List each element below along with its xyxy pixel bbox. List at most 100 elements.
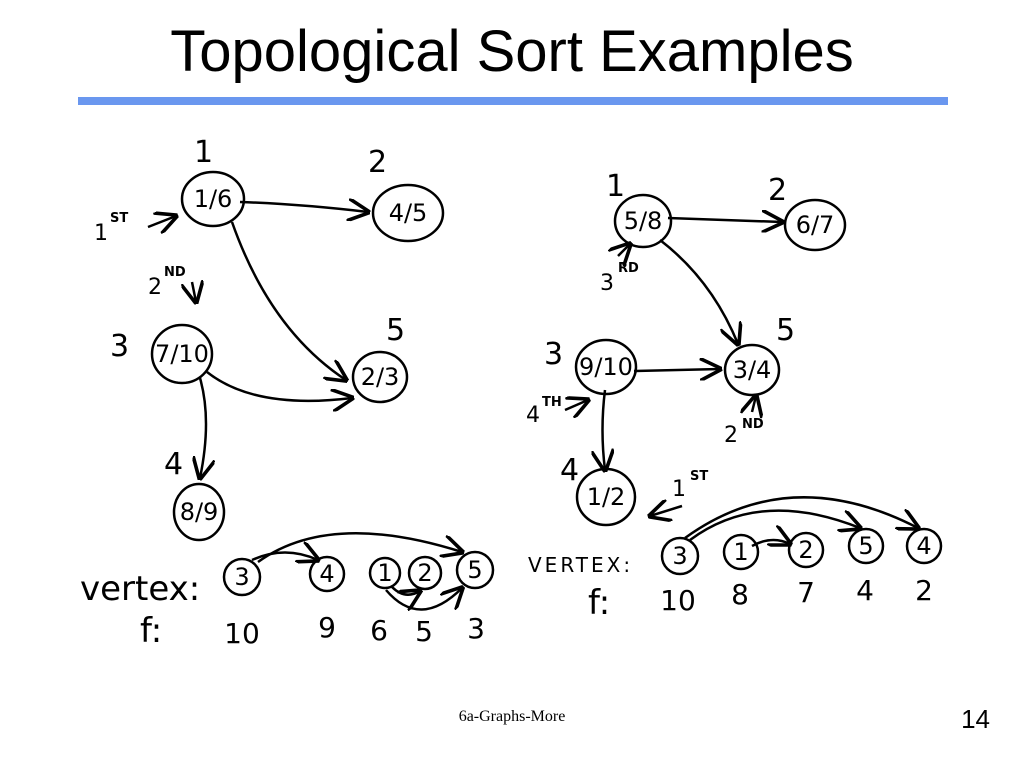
left-edge-3-5 bbox=[206, 371, 352, 401]
left-start-arrow-2nd bbox=[192, 282, 196, 302]
right-mark-2nd-suffix: ND bbox=[742, 417, 764, 432]
right-f-1: 10 bbox=[660, 584, 696, 617]
right-order-2: 1 bbox=[733, 538, 748, 566]
left-f-3: 6 bbox=[370, 614, 388, 647]
right-order-circle-1 bbox=[660, 536, 700, 576]
left-node-4-times: 8/9 bbox=[180, 498, 219, 526]
left-f-4: 5 bbox=[415, 615, 433, 648]
right-order-circle-2 bbox=[722, 533, 760, 571]
left-mark-2nd-num: 2 bbox=[148, 275, 162, 300]
right-mark-4th-num: 4 bbox=[526, 403, 540, 428]
right-node-1-times: 5/8 bbox=[624, 207, 663, 235]
right-mark-1st-num: 1 bbox=[672, 477, 686, 502]
left-order-circle-1 bbox=[222, 557, 262, 597]
left-node-2-times: 4/5 bbox=[389, 199, 428, 227]
left-f-2: 9 bbox=[318, 611, 336, 644]
left-f-row-label: f: bbox=[140, 611, 162, 651]
right-mark-1st-suffix: ST bbox=[690, 469, 708, 484]
right-order-arc-3-5 bbox=[689, 509, 860, 542]
left-order-circle-5 bbox=[455, 550, 495, 590]
left-order-4: 2 bbox=[417, 559, 432, 587]
left-order-1: 3 bbox=[234, 563, 249, 591]
slide-footer: 6a-Graphs-More bbox=[458, 708, 566, 725]
right-mark-3rd-num: 3 bbox=[600, 271, 614, 296]
right-node-1-circle bbox=[613, 193, 673, 249]
right-start-arrow-2nd bbox=[752, 396, 756, 412]
right-node-2-circle bbox=[783, 198, 847, 252]
left-f-1: 10 bbox=[224, 617, 260, 650]
right-node-2-label: 2 bbox=[768, 173, 787, 208]
right-order-1: 3 bbox=[672, 542, 687, 570]
left-node-4-circle bbox=[172, 482, 226, 542]
left-order-5: 5 bbox=[467, 556, 482, 584]
right-mark-4th-suffix: TH bbox=[542, 395, 562, 410]
right-order-4: 5 bbox=[858, 532, 873, 560]
left-order-circle-3 bbox=[368, 556, 402, 590]
right-order-5: 4 bbox=[916, 532, 931, 560]
left-mark-1st-suffix: ST bbox=[110, 211, 128, 226]
right-f-4: 4 bbox=[856, 574, 874, 607]
left-node-3-circle bbox=[150, 323, 214, 385]
right-node-3-times: 9/10 bbox=[579, 353, 633, 381]
left-mark-2nd-suffix: ND bbox=[164, 265, 186, 280]
left-start-arrow-1st bbox=[147, 216, 176, 227]
left-vertex-row-label: vertex: bbox=[80, 569, 200, 609]
left-node-5-circle bbox=[351, 350, 409, 404]
right-node-4-circle bbox=[575, 467, 637, 527]
left-edge-3-4 bbox=[200, 377, 206, 478]
right-edge-3-4 bbox=[603, 389, 606, 470]
left-f-5: 3 bbox=[467, 612, 485, 645]
right-mark-3rd-suffix: RD bbox=[618, 261, 639, 276]
title-underline bbox=[78, 97, 948, 105]
right-mark-2nd-num: 2 bbox=[724, 423, 738, 448]
left-edge-1-5 bbox=[230, 221, 346, 380]
right-f-row-label: f: bbox=[588, 583, 610, 623]
right-vertex-row-label: VERTEX: bbox=[528, 553, 633, 577]
right-f-2: 8 bbox=[731, 578, 749, 611]
right-f-5: 2 bbox=[915, 574, 933, 607]
left-node-1-label: 1 bbox=[194, 135, 213, 170]
right-start-arrow-4th bbox=[564, 400, 588, 410]
right-start-arrow-1st bbox=[650, 506, 683, 516]
right-f-3: 7 bbox=[797, 576, 815, 609]
left-order-arc-1-5 bbox=[385, 588, 462, 611]
right-start-arrow-3rd bbox=[618, 244, 630, 256]
right-order-3: 2 bbox=[798, 536, 813, 564]
left-node-3-times: 7/10 bbox=[155, 340, 209, 368]
left-order-circle-2 bbox=[308, 555, 346, 593]
left-order-arc-3-5 bbox=[257, 532, 462, 564]
right-edge-1-2 bbox=[667, 218, 782, 222]
left-node-1-times: 1/6 bbox=[194, 185, 233, 213]
right-edge-3-5 bbox=[633, 369, 720, 371]
right-node-3-label: 3 bbox=[544, 337, 563, 372]
left-edge-1-2 bbox=[239, 202, 368, 212]
left-node-5-label: 5 bbox=[386, 313, 405, 348]
right-order-circle-5 bbox=[905, 527, 943, 565]
slide-title: Topological Sort Examples bbox=[170, 19, 854, 84]
right-node-5-times: 3/4 bbox=[733, 356, 772, 384]
right-node-4-label: 4 bbox=[560, 453, 579, 488]
left-node-3-label: 3 bbox=[110, 329, 129, 364]
right-node-3-circle bbox=[574, 338, 638, 396]
right-node-1-label: 1 bbox=[606, 169, 625, 204]
right-order-arc-3-4 bbox=[684, 496, 918, 540]
right-order-arc-1-2 bbox=[751, 540, 790, 548]
right-order-circle-4 bbox=[847, 527, 885, 565]
left-node-5-times: 2/3 bbox=[361, 363, 400, 391]
left-order-2: 4 bbox=[319, 560, 334, 588]
left-node-2-label: 2 bbox=[368, 145, 387, 180]
left-node-1-circle bbox=[180, 170, 246, 228]
left-node-4-label: 4 bbox=[164, 447, 183, 482]
left-order-arc-3-4 bbox=[251, 553, 318, 561]
right-order-circle-3 bbox=[787, 531, 825, 569]
right-node-4-times: 1/2 bbox=[587, 483, 626, 511]
left-mark-1st-num: 1 bbox=[94, 221, 108, 246]
page-number: 14 bbox=[961, 704, 990, 734]
left-order-arc-1-2 bbox=[391, 586, 420, 595]
right-node-2-times: 6/7 bbox=[796, 211, 835, 239]
left-order-3: 1 bbox=[377, 559, 392, 587]
left-node-2-circle bbox=[371, 183, 445, 243]
right-node-5-label: 5 bbox=[776, 313, 795, 348]
right-edge-1-5 bbox=[659, 239, 738, 344]
